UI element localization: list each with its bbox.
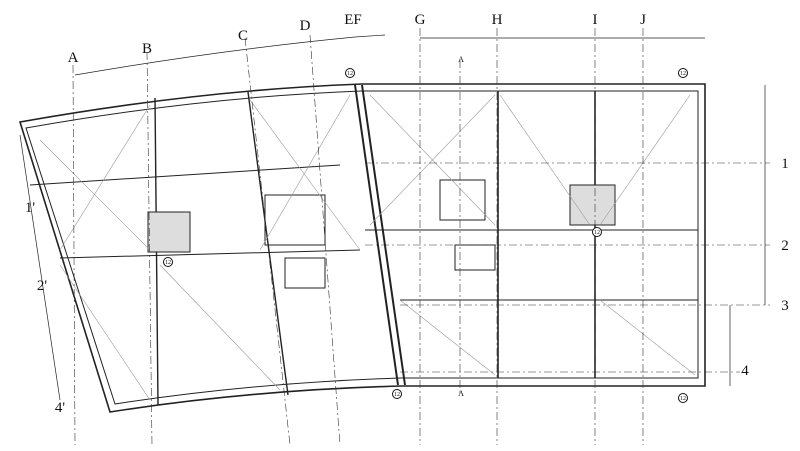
marker-callouts: [163, 68, 688, 403]
section-marker-bottom: A: [458, 389, 464, 398]
axis-label-4: 4: [741, 363, 749, 379]
section-marker-top: A: [458, 55, 464, 64]
axis-label-g: G: [415, 12, 426, 28]
callout-label: 12: [394, 392, 400, 398]
axis-label-d: D: [300, 18, 311, 34]
axis-label-2-prime: 2': [37, 278, 48, 294]
axis-label-j: J: [640, 12, 646, 28]
callout-label: 12: [680, 396, 686, 402]
axis-label-b: B: [142, 41, 152, 57]
axis-label-i: I: [593, 12, 598, 28]
diagonal-lines: [39, 94, 696, 401]
axis-label-1-prime: 1': [25, 200, 36, 216]
axis-label-3: 3: [781, 298, 789, 314]
axis-label-2: 2: [781, 238, 789, 254]
callout-label: 12: [165, 260, 171, 266]
building-outline: [18, 83, 706, 413]
callout-label: 12: [680, 71, 686, 77]
callout-label: 12: [594, 230, 600, 236]
axis-label-ef: EF: [344, 12, 362, 28]
grid-lines: [72, 28, 770, 446]
axis-label-1: 1: [781, 156, 789, 172]
axis-label-c: C: [238, 28, 248, 44]
axis-label-4-prime: 4': [55, 400, 66, 416]
dimension-lines: [19, 34, 766, 401]
callout-label: 12: [347, 71, 353, 77]
axis-label-a: A: [68, 50, 79, 66]
axis-label-h: H: [492, 12, 503, 28]
